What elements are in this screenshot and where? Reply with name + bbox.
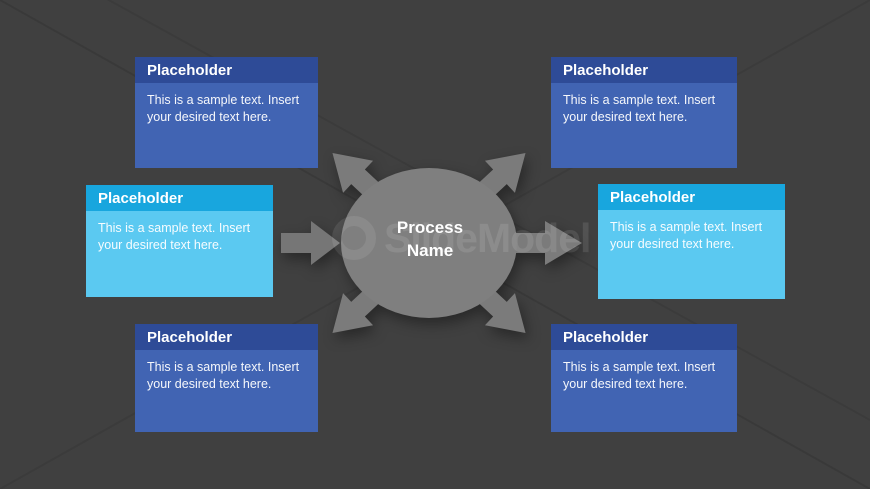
arrow-into-center-icon	[281, 221, 340, 265]
box-title: Placeholder	[135, 324, 318, 350]
placeholder-box-middle-right[interactable]: Placeholder This is a sample text. Inser…	[598, 184, 785, 299]
placeholder-box-bottom-left[interactable]: Placeholder This is a sample text. Inser…	[135, 324, 318, 432]
placeholder-box-bottom-right[interactable]: Placeholder This is a sample text. Inser…	[551, 324, 737, 432]
placeholder-box-middle-left[interactable]: Placeholder This is a sample text. Inser…	[86, 185, 273, 297]
box-body-text: This is a sample text. Insert your desir…	[135, 83, 318, 168]
box-body-text: This is a sample text. Insert your desir…	[551, 83, 737, 168]
box-title: Placeholder	[551, 324, 737, 350]
placeholder-box-top-left[interactable]: Placeholder This is a sample text. Inser…	[135, 57, 318, 168]
box-body-text: This is a sample text. Insert your desir…	[551, 350, 737, 432]
placeholder-box-top-right[interactable]: Placeholder This is a sample text. Inser…	[551, 57, 737, 168]
box-body-text: This is a sample text. Insert your desir…	[86, 211, 273, 297]
box-body-text: This is a sample text. Insert your desir…	[598, 210, 785, 299]
box-title: Placeholder	[135, 57, 318, 83]
process-center-shape[interactable]	[341, 168, 517, 318]
box-title: Placeholder	[86, 185, 273, 211]
box-title: Placeholder	[598, 184, 785, 210]
process-name-label: Process Name	[396, 218, 464, 260]
arrow-right-icon	[495, 221, 582, 265]
box-body-text: This is a sample text. Insert your desir…	[135, 350, 318, 432]
box-title: Placeholder	[551, 57, 737, 83]
